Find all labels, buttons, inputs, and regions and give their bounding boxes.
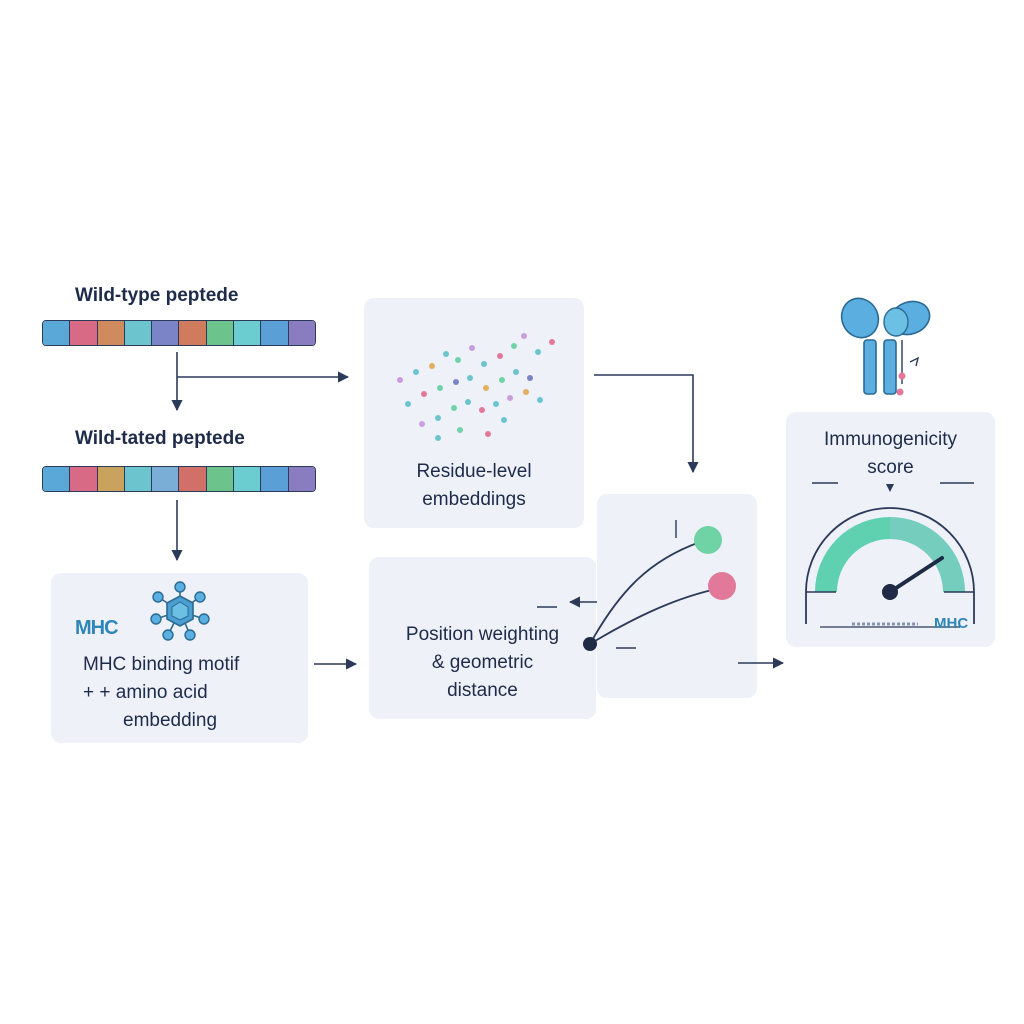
embedding-dot xyxy=(493,401,499,407)
embeddings-label-line1: Residue-level xyxy=(416,461,532,482)
embedding-dot xyxy=(511,343,517,349)
wild-type-residue-5 xyxy=(152,321,180,345)
embedding-dot xyxy=(549,339,555,345)
embedding-dot xyxy=(501,417,507,423)
wild-type-residue-7 xyxy=(206,321,235,345)
mutated-residue-4 xyxy=(124,467,153,491)
score-label-line2: score xyxy=(867,457,914,478)
wild-type-sequence xyxy=(42,320,316,346)
embedding-dot xyxy=(485,431,491,437)
mutated-residue-1 xyxy=(43,467,71,491)
embeddings-label-line2: embeddings xyxy=(422,489,526,510)
mutated-residue-7 xyxy=(206,467,235,491)
antibody-icon xyxy=(840,297,931,396)
embedding-dot xyxy=(457,427,463,433)
wild-type-residue-2 xyxy=(70,321,98,345)
gauge-mhc-label: MHC xyxy=(934,615,968,632)
pink-node xyxy=(708,572,736,600)
wild-type-residue-6 xyxy=(179,321,207,345)
wild-type-residue-8 xyxy=(234,321,262,345)
embedding-dot xyxy=(521,333,527,339)
molecule-icon xyxy=(150,581,210,641)
embedding-dot xyxy=(479,407,485,413)
embedding-dot xyxy=(469,345,475,351)
mutated-residue-3 xyxy=(97,467,125,491)
score-label-line1: Immunogenicity xyxy=(823,429,958,450)
wild-type-residue-3 xyxy=(97,321,125,345)
wild-type-residue-10 xyxy=(288,321,315,345)
position-label-line1: Position weighting xyxy=(405,624,560,645)
embedding-scatter xyxy=(397,333,555,441)
embedding-dot xyxy=(467,375,473,381)
mutated-sequence xyxy=(42,466,316,492)
embedding-dot xyxy=(405,401,411,407)
gauge-needle xyxy=(888,556,944,594)
embedding-dot xyxy=(535,349,541,355)
embedding-dot xyxy=(435,415,441,421)
arrow-embeddings-to-geometry xyxy=(594,374,699,474)
position-label-line2: & geometric xyxy=(431,652,534,673)
embedding-dot xyxy=(537,397,543,403)
embedding-dot xyxy=(497,353,503,359)
embedding-dot xyxy=(481,361,487,367)
wild-type-residue-4 xyxy=(124,321,153,345)
score-gauge: MHC xyxy=(805,482,975,632)
embedding-dot xyxy=(455,357,461,363)
wild-type-residue-9 xyxy=(261,321,289,345)
mhc-label-line2: + + amino acid xyxy=(83,682,208,703)
embedding-dot xyxy=(443,351,449,357)
distance-graph xyxy=(583,520,736,651)
embedding-dot xyxy=(527,375,533,381)
embedding-dot xyxy=(499,377,505,383)
position-label-line3: distance xyxy=(447,680,518,701)
embedding-dot xyxy=(435,435,441,441)
anchor-node xyxy=(583,637,597,651)
embedding-dot xyxy=(453,379,459,385)
mhc-panel: MHC MHC binding motif + + amino acid emb… xyxy=(51,573,308,743)
mutated-residue-9 xyxy=(261,467,289,491)
embeddings-panel: Residue-level embeddings xyxy=(364,298,584,528)
mhc-label-line3: embedding xyxy=(123,710,218,731)
embedding-dot xyxy=(523,389,529,395)
embedding-dot xyxy=(397,377,403,383)
mutated-residue-2 xyxy=(70,467,98,491)
embedding-dot xyxy=(419,421,425,427)
mutated-residue-10 xyxy=(288,467,315,491)
embedding-dot xyxy=(465,399,471,405)
embedding-dot xyxy=(507,395,513,401)
embedding-dot xyxy=(421,391,427,397)
embedding-dot xyxy=(451,405,457,411)
mutated-residue-6 xyxy=(179,467,207,491)
mutated-title: Wild-tated peptede xyxy=(75,428,245,449)
mhc-label-line1: MHC binding motif xyxy=(83,654,240,675)
green-node xyxy=(694,526,722,554)
mutated-residue-5 xyxy=(152,467,180,491)
embedding-dot xyxy=(413,369,419,375)
position-panel: Position weighting & geometric distance xyxy=(369,557,596,719)
embedding-dot xyxy=(513,369,519,375)
wild-type-title: Wild-type peptede xyxy=(75,285,239,306)
embedding-dot xyxy=(437,385,443,391)
embedding-dot xyxy=(483,385,489,391)
wild-type-residue-1 xyxy=(43,321,71,345)
mhc-logo: MHC xyxy=(75,617,119,639)
mutated-residue-8 xyxy=(234,467,262,491)
embedding-dot xyxy=(429,363,435,369)
